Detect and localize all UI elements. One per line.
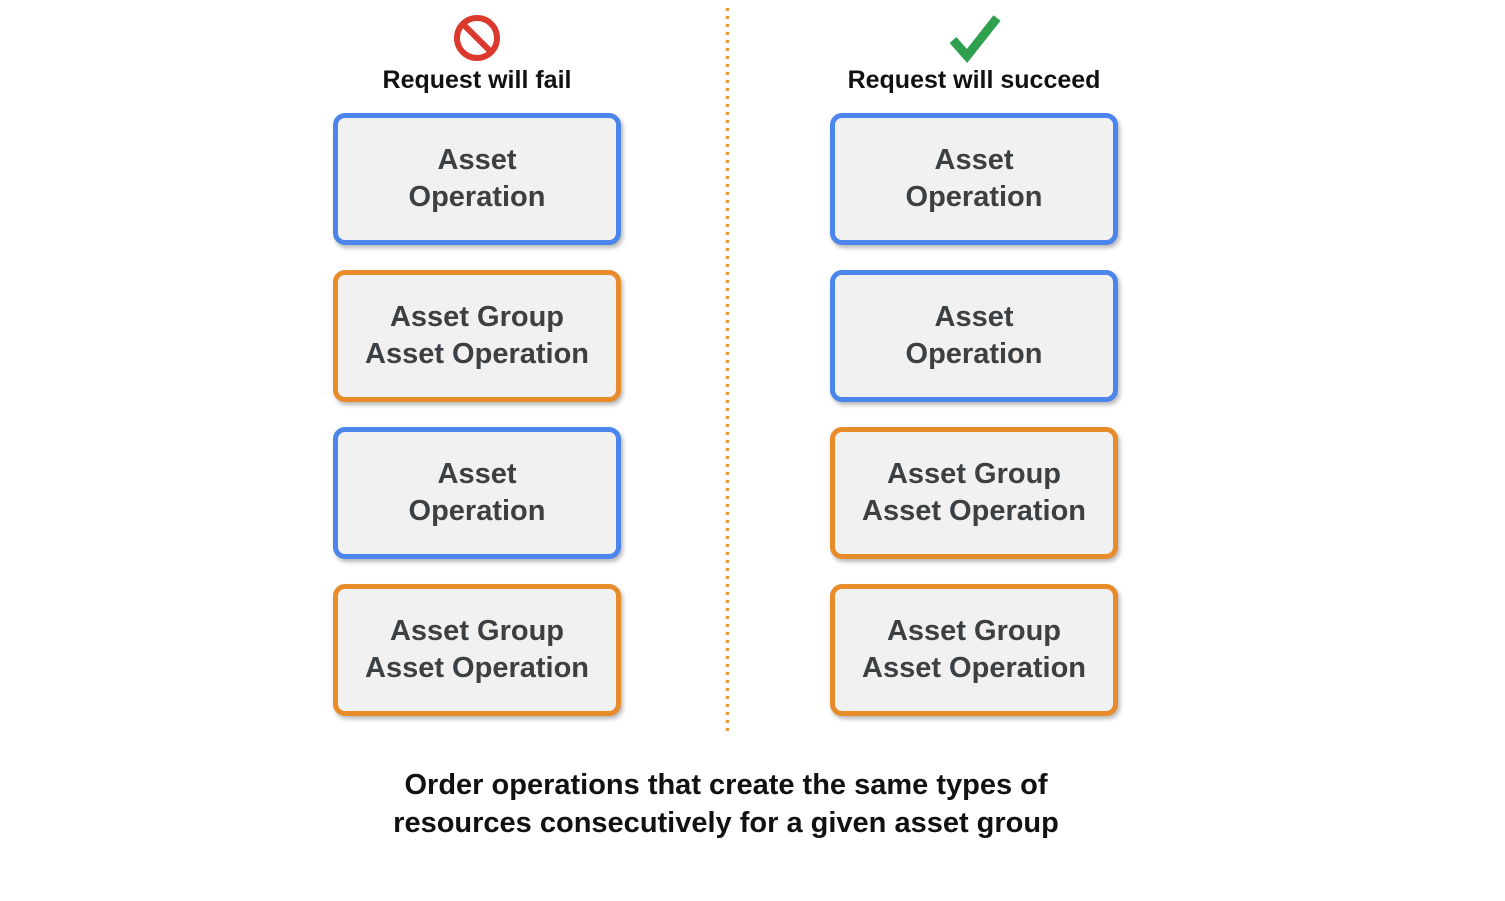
box-label-line: Asset — [437, 458, 517, 490]
succeed-column: Request will succeed Asset Operation Ass… — [830, 0, 1118, 716]
box-label-line: Asset Operation — [365, 652, 589, 684]
box-label-line: Asset Group — [886, 458, 1062, 490]
caption-line: resources consecutively for a given asse… — [393, 807, 1059, 839]
prohibited-icon — [333, 12, 621, 64]
box-label-line: Asset — [437, 144, 517, 176]
box-label-line: Asset Group — [389, 301, 565, 333]
checkmark-icon — [830, 12, 1118, 64]
asset-operation-box: Asset Operation — [333, 113, 621, 245]
fail-column-title: Request will fail — [382, 66, 572, 94]
asset-group-asset-operation-box: Asset Group Asset Operation — [333, 584, 621, 716]
caption-line: Order operations that create the same ty… — [404, 769, 1048, 801]
box-label-line: Asset — [934, 144, 1014, 176]
asset-operation-box: Asset Operation — [830, 270, 1118, 402]
asset-operation-box: Asset Operation — [333, 427, 621, 559]
box-label-line: Asset — [934, 301, 1014, 333]
asset-group-asset-operation-box: Asset Group Asset Operation — [333, 270, 621, 402]
column-divider — [726, 8, 729, 736]
asset-group-asset-operation-box: Asset Group Asset Operation — [830, 427, 1118, 559]
box-label-line: Asset Group — [389, 615, 565, 647]
box-label-line: Asset Operation — [862, 652, 1086, 684]
box-label-line: Asset Operation — [862, 495, 1086, 527]
box-label-line: Asset Group — [886, 615, 1062, 647]
asset-operation-box: Asset Operation — [830, 113, 1118, 245]
box-label-line: Operation — [905, 181, 1043, 213]
box-label-line: Operation — [408, 181, 546, 213]
box-label-line: Operation — [905, 338, 1043, 370]
asset-group-asset-operation-box: Asset Group Asset Operation — [830, 584, 1118, 716]
caption: Order operations that create the same ty… — [226, 766, 1226, 842]
fail-column: Request will fail Asset Operation Asset … — [333, 0, 621, 716]
box-label-line: Asset Operation — [365, 338, 589, 370]
succeed-column-title: Request will succeed — [847, 66, 1101, 94]
box-label-line: Operation — [408, 495, 546, 527]
